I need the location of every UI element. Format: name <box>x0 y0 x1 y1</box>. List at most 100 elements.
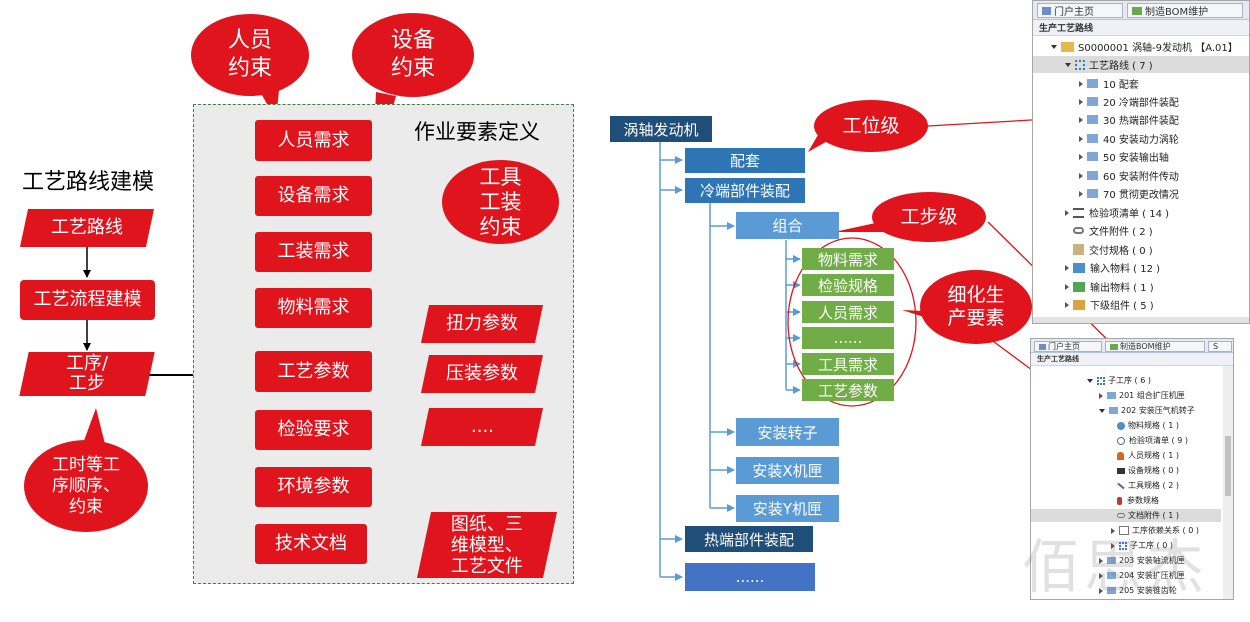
operation-icon <box>1107 392 1116 399</box>
tree-row[interactable]: 输出物料 ( 1 ) <box>1065 279 1154 294</box>
param-more-label: .... <box>470 416 494 437</box>
expand-icon <box>1079 80 1083 87</box>
route-icon <box>1097 376 1105 385</box>
tree-row[interactable]: 60 安装附件传动 <box>1079 168 1179 183</box>
tree-node-cold-end: 冷端部件装配 <box>685 178 805 203</box>
expand-icon <box>1099 587 1103 594</box>
tab-portal-home[interactable]: 门户主页 <box>1034 341 1102 352</box>
input-material-icon <box>1073 262 1085 273</box>
screenshot-sub-operation-tree: 门户主页 制造BOM维护 S 生产工艺路线 子工序 ( 6 ) 201 组合扩压… <box>1030 338 1234 600</box>
expand-icon <box>1099 392 1103 399</box>
operation-icon <box>1087 171 1098 180</box>
tab-bar: 门户主页 制造BOM维护 <box>1033 1 1249 20</box>
collapse-icon <box>1051 44 1057 49</box>
panel-header: 生产工艺路线 <box>1031 353 1233 366</box>
tree-row[interactable]: 201 组合扩压机匣 <box>1099 390 1185 401</box>
tab-portal-home[interactable]: 门户主页 <box>1037 3 1123 18</box>
bubble-station-level-label: 工位级 <box>842 115 900 137</box>
scrollbar-thumb[interactable] <box>1225 436 1231 496</box>
node-process-flow-modeling: 工艺流程建模 <box>20 280 155 320</box>
tree-row[interactable]: 人员规格 ( 1 ) <box>1117 450 1179 461</box>
tree-row[interactable]: 202 安装压气机转子 <box>1099 405 1195 416</box>
element-params: 工艺参数 <box>802 379 894 401</box>
tree-row-label: 70 贯彻更改情况 <box>1103 190 1179 201</box>
tree-row-label: 人员规格 ( 1 ) <box>1128 451 1179 460</box>
element-more: ...... <box>802 327 894 349</box>
route-icon <box>1075 59 1085 70</box>
tree-row[interactable]: 205 安装锥齿轮 <box>1099 585 1177 596</box>
item-tech-docs: 技术文档 <box>255 524 367 564</box>
tab-mbom[interactable]: 制造BOM维护 <box>1105 341 1205 352</box>
left-title: 工艺路线建模 <box>22 170 155 195</box>
tool-icon <box>1117 482 1125 489</box>
item-process-params: 工艺参数 <box>255 351 372 392</box>
attachment-icon <box>1073 227 1084 234</box>
node-process-flow-modeling-label: 工艺流程建模 <box>33 289 142 310</box>
doc-source: 图纸、三 维模型、 工艺文件 <box>416 512 558 578</box>
dependency-icon <box>1119 526 1129 535</box>
expand-icon <box>1099 557 1103 564</box>
node-operation-step-label: 工序/ 工步 <box>65 353 109 394</box>
tree-row[interactable]: 交付规格 ( 0 ) <box>1073 242 1153 257</box>
tree-row-label: 交付规格 ( 0 ) <box>1089 246 1153 257</box>
tree-row[interactable]: 40 安装动力涡轮 <box>1079 131 1179 146</box>
tree-row-label: 40 安装动力涡轮 <box>1103 135 1179 146</box>
operation-icon <box>1087 134 1098 143</box>
tab-mbom[interactable]: 制造BOM维护 <box>1127 3 1243 18</box>
tree-node-install-y-casing: 安装Y机匣 <box>736 495 839 522</box>
tree-row-label: 子工序 ( 0 ) <box>1130 541 1173 550</box>
bubble-refined-elements: 细化生 产要素 <box>920 270 1032 344</box>
tree-row[interactable]: 203 安装轴流机匣 <box>1099 555 1185 566</box>
tree-row[interactable]: 物料规格 ( 1 ) <box>1117 420 1179 431</box>
tree-row[interactable]: 子工序 ( 0 ) <box>1111 540 1173 551</box>
tree-row-label: 60 安装附件传动 <box>1103 172 1179 183</box>
tree-node-hot-end: 热端部件装配 <box>685 526 813 552</box>
tree-row[interactable]: 文件附件 ( 2 ) <box>1073 223 1153 238</box>
node-process-route-label: 工艺路线 <box>51 217 123 238</box>
bubble-time-constraint-label: 工时等工 序顺序、 约束 <box>52 454 120 517</box>
tree-row[interactable]: 检验项清单 ( 14 ) <box>1065 205 1169 220</box>
tree-row[interactable]: 70 贯彻更改情况 <box>1079 186 1179 201</box>
tree-row[interactable]: 30 热端部件装配 <box>1079 112 1179 127</box>
parameter-icon <box>1117 496 1122 505</box>
tree-row-label: 检验项清单 ( 9 ) <box>1129 436 1188 445</box>
watermark-text: 佰思杰 <box>1022 533 1209 601</box>
tab-s[interactable]: S <box>1208 341 1232 352</box>
vertical-scrollbar[interactable] <box>1223 366 1233 599</box>
tree-row[interactable]: 50 安装输出轴 <box>1079 149 1169 164</box>
tree-row[interactable]: 204 安装扩压机匣 <box>1099 570 1185 581</box>
tree-row[interactable]: 子工序 ( 6 ) <box>1087 375 1151 386</box>
tree-row[interactable]: 工序依赖关系 ( 0 ) <box>1111 525 1199 536</box>
panel-header: 生产工艺路线 <box>1033 20 1249 36</box>
param-press-fit: 压装参数 <box>420 355 544 393</box>
item-tooling: 工装需求 <box>255 232 372 272</box>
expand-icon <box>1079 190 1083 197</box>
tree-row[interactable]: 10 配套 <box>1079 76 1139 91</box>
bom-icon <box>1110 343 1118 350</box>
tree-row-label: 工艺路线 ( 7 ) <box>1089 61 1153 72</box>
item-material: 物料需求 <box>255 288 372 328</box>
operation-icon <box>1107 587 1116 594</box>
tree-row-selected[interactable]: 文档附件 ( 1 ) <box>1031 509 1221 522</box>
tree-row[interactable]: 参数规格 <box>1117 495 1159 506</box>
tree-row-selected[interactable]: 工艺路线 ( 7 ) <box>1033 56 1249 73</box>
tree-row[interactable]: 20 冷端部件装配 <box>1079 94 1179 109</box>
tree-row-label: 物料规格 ( 1 ) <box>1128 421 1179 430</box>
item-personnel: 人员需求 <box>255 120 372 161</box>
tree-row[interactable]: 工具规格 ( 2 ) <box>1117 480 1179 491</box>
collapse-icon <box>1087 378 1093 383</box>
tree-row[interactable]: S0000001 涡轴-9发动机 【A.01】 <box>1051 39 1238 54</box>
bom-icon <box>1132 6 1142 15</box>
tree-row[interactable]: 设备规格 ( 0 ) <box>1117 465 1179 476</box>
tree-row-label: 参数规格 <box>1127 496 1159 505</box>
tree-row-label: 202 安装压气机转子 <box>1121 406 1195 415</box>
expand-icon <box>1079 153 1083 160</box>
collapse-icon <box>1099 408 1105 413</box>
tree-row[interactable]: 下级组件 ( 5 ) <box>1065 297 1154 312</box>
tree-row[interactable]: 输入物料 ( 12 ) <box>1065 260 1160 275</box>
tree-row[interactable]: 检验项清单 ( 9 ) <box>1117 435 1188 446</box>
expand-icon <box>1079 172 1083 179</box>
screenshot-process-route-tree: 门户主页 制造BOM维护 生产工艺路线 S0000001 涡轴-9发动机 【A.… <box>1032 0 1250 324</box>
expand-icon <box>1065 264 1069 271</box>
scrollbar[interactable] <box>1033 317 1249 323</box>
